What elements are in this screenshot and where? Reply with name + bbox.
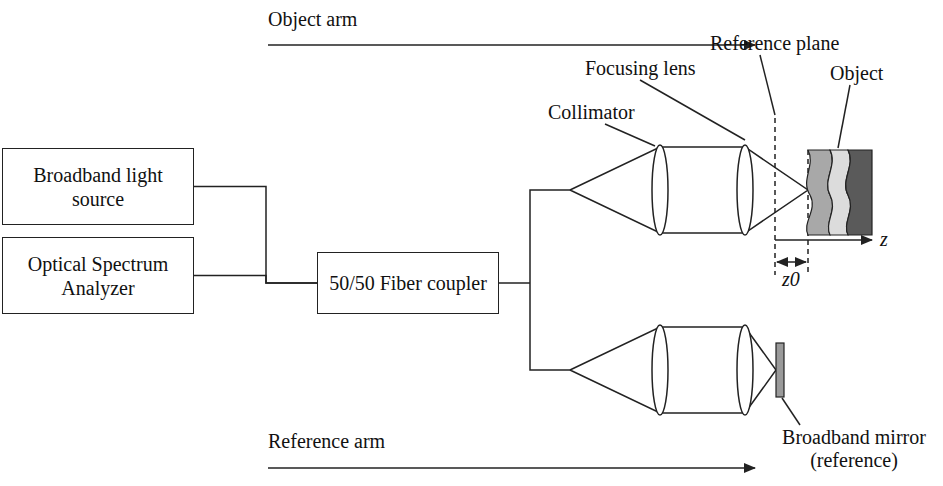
part-label: Focusing lens bbox=[585, 57, 696, 80]
axis-label: z bbox=[880, 228, 888, 251]
box-text: 50/50 Fiber coupler bbox=[323, 271, 493, 295]
arm-label: Object arm bbox=[268, 8, 357, 31]
part-label: Broadband mirror (reference) bbox=[770, 426, 938, 472]
source-box: Broadband light source bbox=[2, 148, 194, 225]
fiber-line bbox=[194, 187, 317, 284]
box-text: Broadband light source bbox=[3, 163, 193, 211]
arm-label: Reference arm bbox=[268, 430, 385, 453]
analyzer-box: Optical Spectrum Analyzer bbox=[2, 237, 194, 314]
part-label: Collimator bbox=[548, 101, 635, 124]
coupler-box: 50/50 Fiber coupler bbox=[317, 252, 499, 314]
part-label: Object bbox=[830, 62, 883, 85]
dimension-label: z0 bbox=[782, 268, 800, 291]
fiber-line bbox=[194, 276, 317, 284]
part-label: Reference plane bbox=[710, 32, 839, 55]
box-text: Optical Spectrum Analyzer bbox=[3, 252, 193, 300]
